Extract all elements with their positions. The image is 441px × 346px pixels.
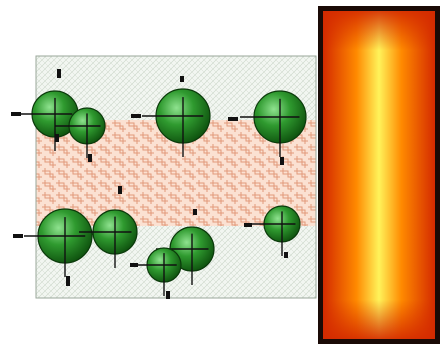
heated-block: [318, 6, 440, 344]
heater-shading: [323, 11, 435, 339]
